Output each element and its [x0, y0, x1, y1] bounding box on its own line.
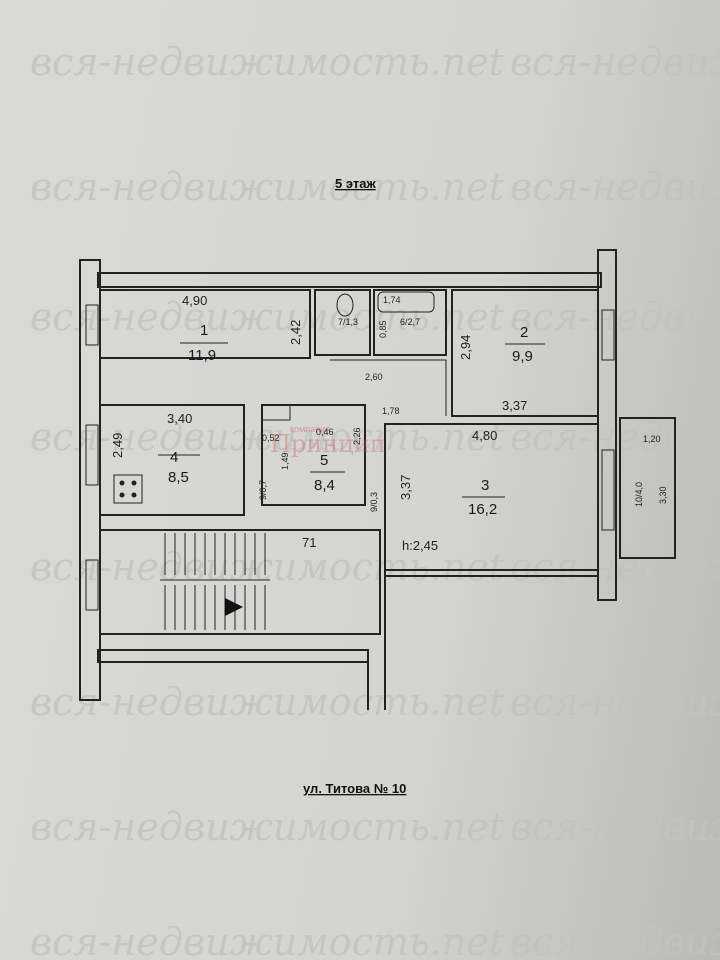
hall-dim: 1,78	[382, 406, 400, 416]
hall-dim: 2,60	[365, 372, 383, 382]
balcony-dim: 3,30	[658, 486, 668, 504]
room-5-dim: 0,52	[262, 433, 280, 443]
room-5-area: 8,4	[314, 477, 335, 494]
closet-label: 9/0,3	[369, 492, 379, 512]
room-2-depth: 2,94	[458, 335, 473, 360]
walls	[79, 249, 676, 710]
room-labels: 4,90 1 11,9 2,42 2 9,9 2,94 3,37 4,80 3 …	[110, 293, 668, 553]
room-2-width: 3,37	[502, 398, 527, 413]
room-3-width: 4,80	[472, 428, 497, 443]
ceiling-height: h:2,45	[402, 538, 438, 553]
watermark: вся-недвижимость.net	[30, 805, 505, 849]
closet-label: 9/0,7	[258, 480, 268, 500]
watermark: вся-недвижимость.net	[510, 805, 720, 849]
watermark: вся-недвижимость.net	[30, 40, 505, 84]
watermark: вся-недвижимость.net	[30, 415, 505, 459]
watermark: вся-недвижимость.net	[30, 545, 505, 589]
room-2-number: 2	[520, 324, 528, 341]
watermark: вся-недвижимость.net	[510, 165, 720, 209]
bath-dim: 1,74	[383, 295, 401, 305]
watermark: вся-недвижимость.net	[510, 920, 720, 960]
room-4-width: 3,40	[167, 411, 192, 426]
room-1-number: 1	[200, 322, 208, 339]
bath-label: 6/2,7	[400, 317, 420, 327]
stair-label: 71	[302, 535, 316, 550]
bath-dim: 0,85	[378, 320, 388, 338]
svg-text:компания: компания	[290, 424, 330, 434]
wc-label: 7/1,3	[338, 317, 358, 327]
watermark: вся-недвижимость.net	[30, 680, 505, 724]
windows	[85, 304, 615, 611]
room-4-number: 4	[170, 449, 178, 466]
room-1-width: 4,90	[182, 293, 207, 308]
room-5-number: 5	[320, 452, 328, 469]
room-5-dim: 2,26	[352, 427, 362, 445]
room-5-dim: 0,46	[316, 427, 334, 437]
room-3-area: 16,2	[468, 501, 497, 518]
stairs	[160, 533, 270, 630]
room-1-depth: 2,42	[288, 320, 303, 345]
address: ул. Титова № 10	[303, 781, 406, 796]
watermark: вся-недвижимость.net	[30, 165, 505, 209]
room-1-area: 11,9	[188, 347, 216, 364]
balcony-label: 10/4,0	[634, 482, 644, 507]
watermark: вся-недвижимость.net	[30, 295, 505, 339]
watermark: вся-недвижимость.net	[510, 680, 720, 724]
room-3-depth: 3,37	[398, 475, 413, 500]
room-5-dim: 1,49	[280, 452, 290, 470]
agency-logo: компания Принцип	[270, 424, 386, 458]
floor-title: 5 этаж	[335, 176, 376, 191]
room-2-area: 9,9	[512, 348, 533, 365]
watermark: вся-недвижимость.net	[510, 40, 720, 84]
watermark: вся-недвижимость.net	[30, 920, 505, 960]
room-4-depth: 2,49	[110, 433, 125, 458]
stair-direction-arrow-icon	[225, 598, 243, 616]
room-3-number: 3	[481, 477, 489, 494]
room-4-area: 8,5	[168, 469, 189, 486]
svg-text:Принцип: Принцип	[270, 430, 386, 458]
balcony-dim: 1,20	[643, 434, 661, 444]
stove-icon	[113, 474, 143, 504]
